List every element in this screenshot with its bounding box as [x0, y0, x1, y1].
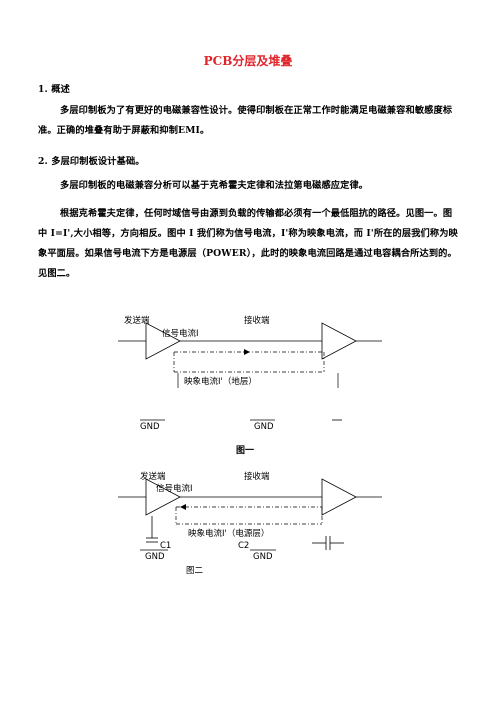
section-1-heading: 1. 概述: [38, 84, 70, 95]
figure-1-gnd-right: GND: [254, 422, 274, 432]
figure-2-receiver-label: 接收端: [244, 472, 270, 482]
figure-1-receiver-label: 接收端: [244, 316, 270, 326]
figure-2-signal-current-label: 信号电流I: [156, 484, 193, 494]
figure-1-signal-current-label: 信号电流I: [162, 329, 199, 339]
figure-2-c1-label: C1: [160, 541, 172, 551]
section-2-paragraph-1: 多层印制板的电磁兼容分析可以基于克希霍夫定律和法拉第电磁感应定律。: [60, 180, 369, 191]
figure-2-caption: 图二: [186, 566, 204, 576]
figure-2-gnd-right: GND: [253, 552, 273, 562]
figure-1-caption: 图一: [236, 446, 255, 456]
figure-2-sender-label: 发送端: [140, 472, 166, 482]
section-2-paragraph-2: 根据克希霍夫定律，任何时域信号由源到负载的传输都必须有一个最低阻抗的路径。见图一…: [38, 208, 458, 279]
figure-1-sender-label: 发送端: [124, 316, 150, 326]
figure-2-c2-label: C2: [238, 541, 250, 551]
figure-1-image-current-label: 映象电流I'（地层）: [184, 377, 257, 387]
figure-1-gnd-left: GND: [140, 422, 160, 432]
figure-2-gnd-left: GND: [145, 552, 165, 562]
document-title: PCB分层及堆叠: [203, 54, 293, 68]
figure-2-image-current-label: 映象电流I'（电源层）: [188, 529, 270, 539]
section-1-body: 多层印制板为了有更好的电磁兼容性设计。使得印制板在正常工作时能满足电磁兼容和敏感…: [38, 105, 453, 136]
section-2-heading: 2. 多层印制板设计基础。: [38, 156, 145, 167]
